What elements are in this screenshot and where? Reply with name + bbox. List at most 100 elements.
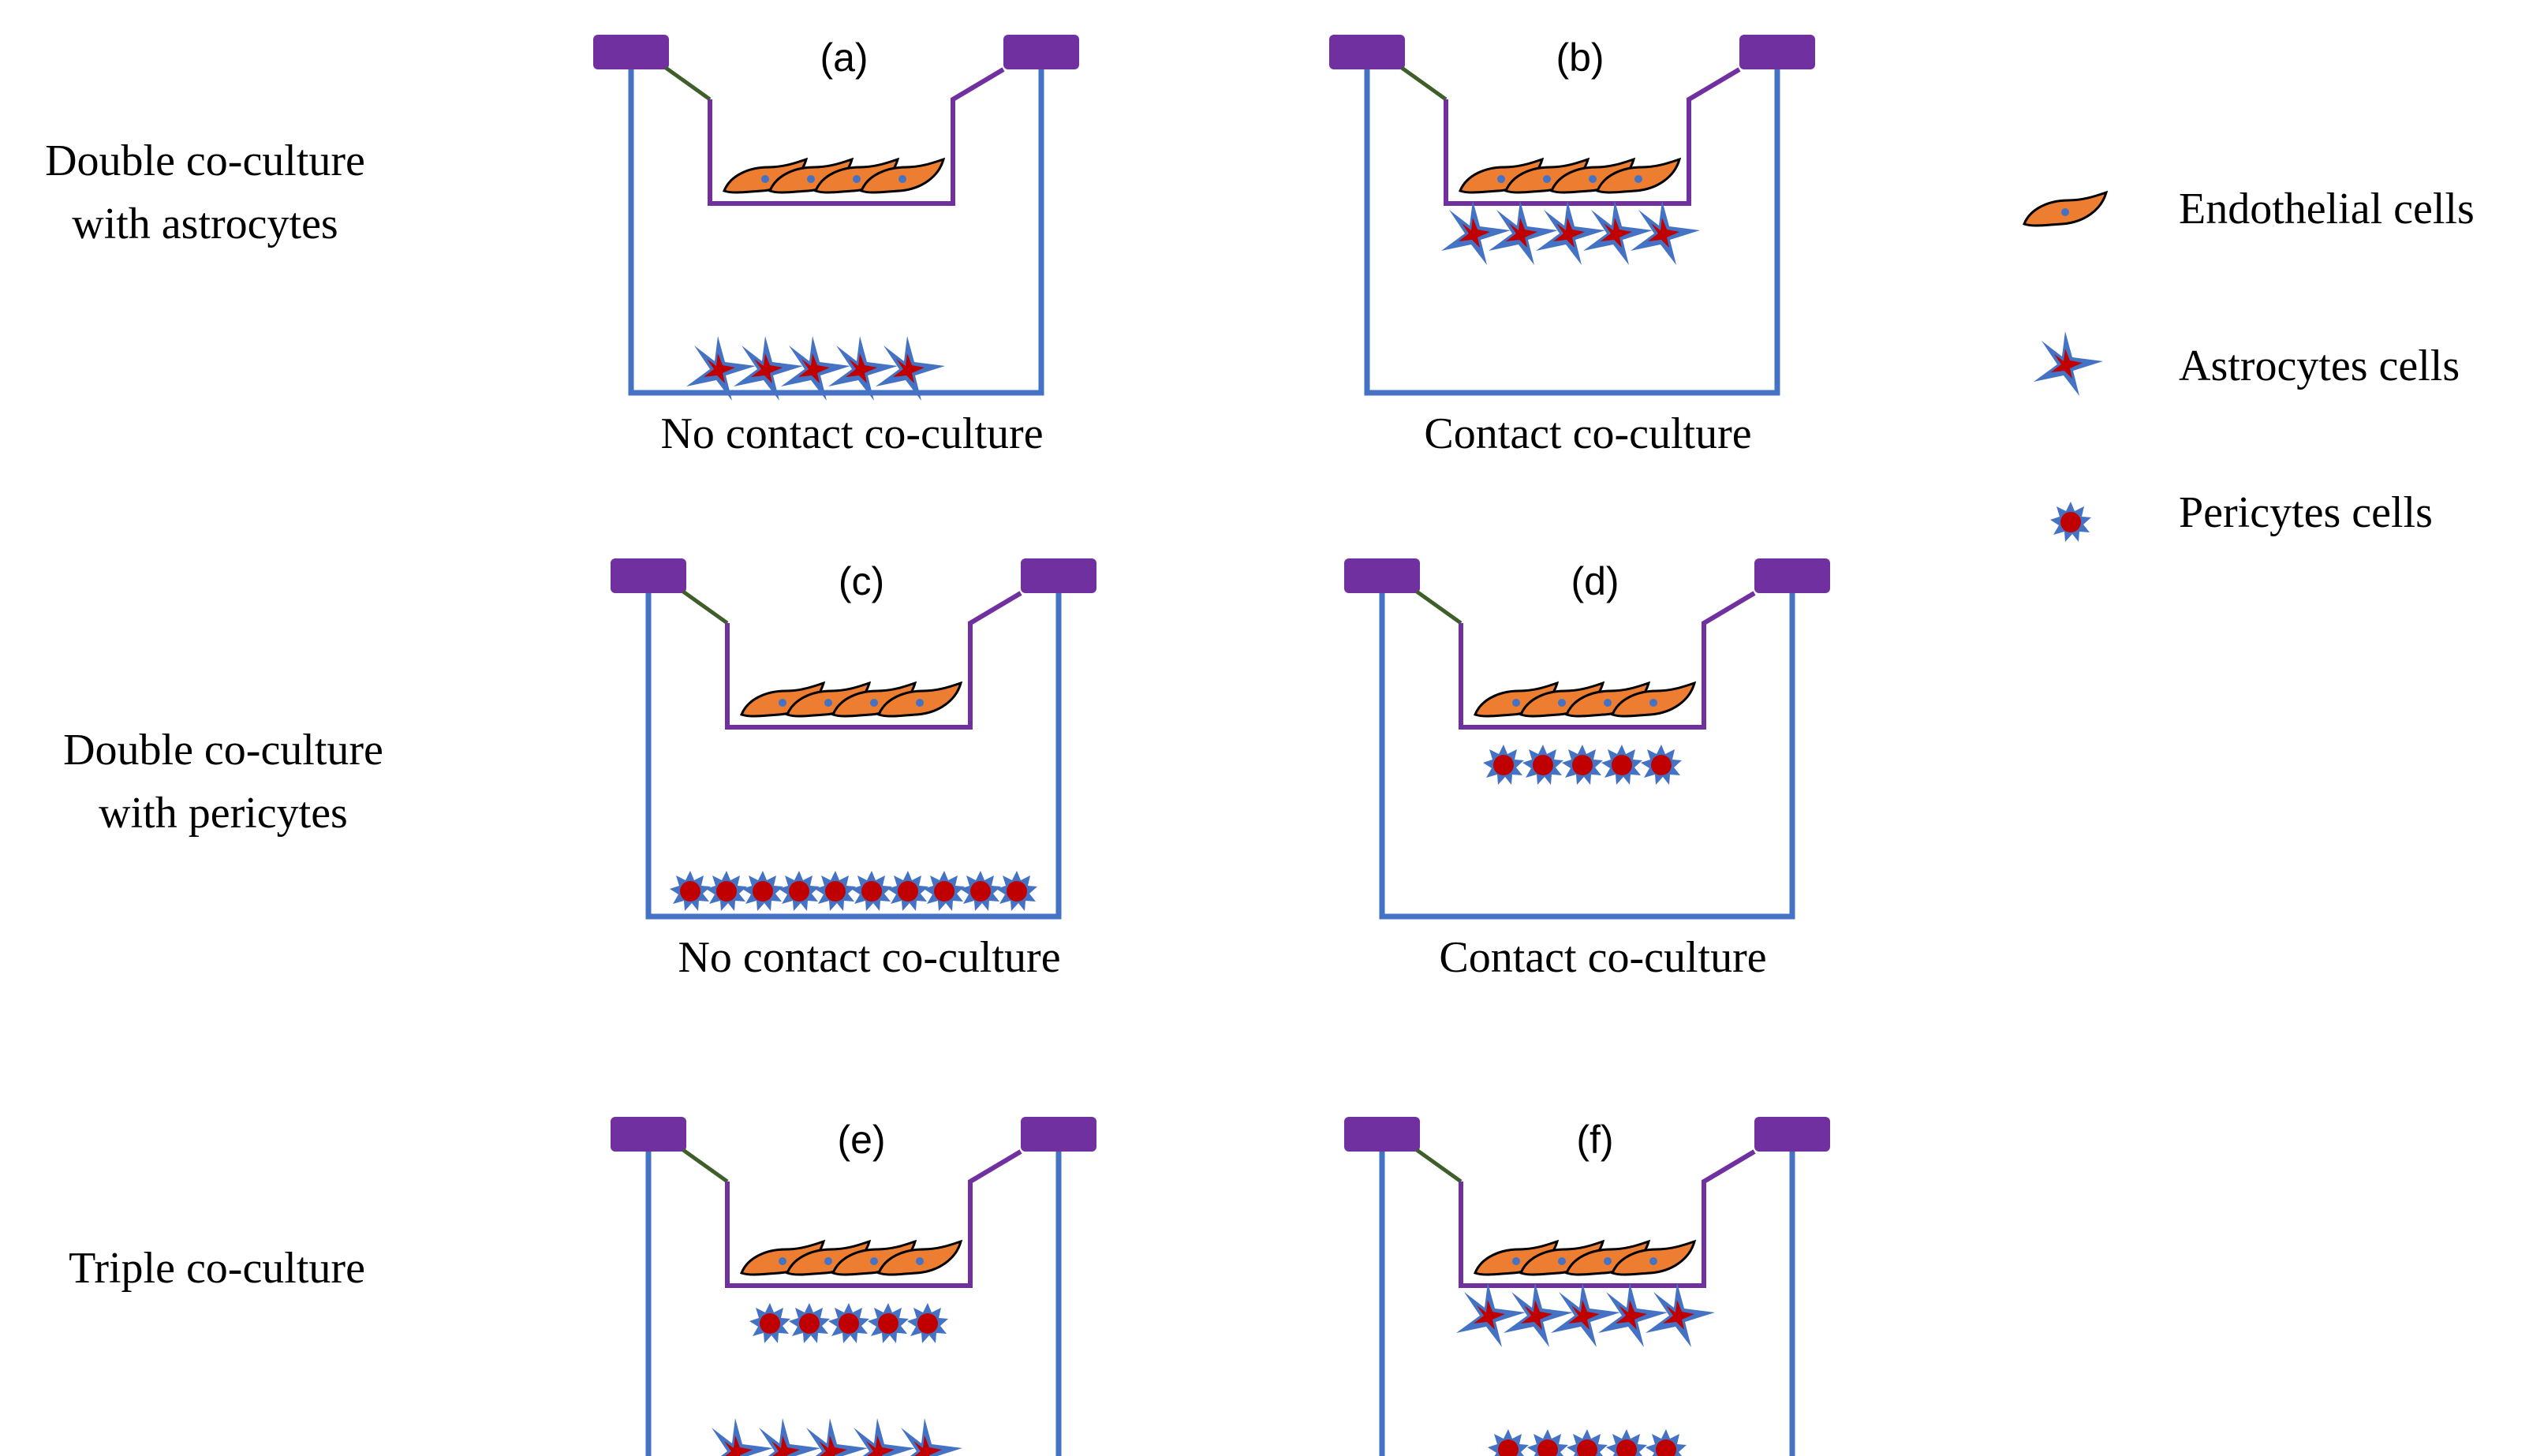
legend-label: Pericytes cells xyxy=(2179,488,2433,537)
astrocyte-cell xyxy=(704,1418,773,1456)
pericyte-cell xyxy=(828,1303,869,1343)
panels: (a) No contact co-culture (b) Contact co-cu… xyxy=(593,35,1830,1456)
panel-label: (b) xyxy=(1556,35,1604,80)
culture-well xyxy=(1379,1152,1795,1456)
insert-tab-right xyxy=(1739,35,1815,69)
culture-well xyxy=(1379,593,1795,920)
panel-caption: Contact co-culture xyxy=(1424,409,1751,458)
pericyte-cell xyxy=(887,871,928,911)
pericyte-cell xyxy=(868,1303,909,1343)
panel-label: (e) xyxy=(837,1118,885,1162)
legend-item-pericytes: Pericytes cells xyxy=(2050,488,2433,542)
pericyte-cell xyxy=(1567,1429,1608,1456)
row-label-triple: Triple co-culture xyxy=(69,1244,365,1293)
endothelial-layer xyxy=(723,158,945,194)
pericyte-cell-icon xyxy=(2050,502,2091,542)
culture-panel: (b) Contact co-culture xyxy=(1329,35,1815,458)
pericyte-cell xyxy=(749,1303,790,1343)
bottom-pericyte-layer xyxy=(1488,1429,1687,1456)
insert-hanger xyxy=(1400,65,1448,102)
legend: Endothelial cells Astrocytes cells Peric… xyxy=(2023,185,2475,542)
culture-panel: (f) xyxy=(1344,1117,1830,1456)
pericyte-cell xyxy=(1641,745,1682,785)
legend-item-endothelial: Endothelial cells xyxy=(2023,185,2475,233)
endothelial-layer xyxy=(1459,158,1681,194)
insert-tab-left xyxy=(1344,1117,1420,1152)
row-label-line: Triple co-culture xyxy=(69,1244,365,1293)
panel-caption: Contact co-culture xyxy=(1439,933,1766,982)
pericyte-cell xyxy=(996,871,1037,911)
panel-label: (c) xyxy=(839,559,884,603)
row-label-line: Double co-culture xyxy=(63,726,383,775)
transwell-insert xyxy=(725,1149,1022,1288)
pericyte-cell xyxy=(779,871,820,911)
pericyte-cell xyxy=(924,871,965,911)
pericyte-cell xyxy=(1646,1429,1687,1456)
panel-label: (d) xyxy=(1571,559,1619,603)
panel-label: (a) xyxy=(820,35,868,80)
endothelial-cell xyxy=(860,158,945,194)
legend-item-astrocytes: Astrocytes cells xyxy=(2034,331,2460,396)
pericyte-cell xyxy=(706,871,747,911)
endothelial-cell xyxy=(1611,681,1696,718)
endothelial-layer xyxy=(740,1240,962,1276)
pericyte-cell xyxy=(670,871,711,911)
endothelial-layer xyxy=(1474,681,1696,718)
insert-tab-right xyxy=(1754,1117,1830,1152)
insert-tab-left xyxy=(1344,558,1420,593)
culture-panel: (c) No contact co-culture xyxy=(611,558,1096,982)
endothelial-cell xyxy=(877,1240,962,1276)
culture-panel: (d) Contact co-culture xyxy=(1344,558,1830,982)
insert-tab-right xyxy=(1021,558,1096,593)
insert-tab-right xyxy=(1021,1117,1096,1152)
astrocyte-cell xyxy=(1456,1282,1526,1347)
culture-well xyxy=(645,1152,1062,1456)
pericyte-cell xyxy=(960,871,1001,911)
transwell-insert xyxy=(1459,1149,1756,1288)
culture-well xyxy=(645,593,1062,920)
insert-hanger xyxy=(664,65,712,102)
panel-caption: No contact co-culture xyxy=(678,933,1060,982)
insert-astrocyte-layer xyxy=(1456,1282,1715,1347)
pericyte-cell xyxy=(789,1303,830,1343)
culture-panel: (a) No contact co-culture xyxy=(593,35,1079,458)
insert-pericyte-layer xyxy=(1483,745,1682,785)
panel-caption: No contact co-culture xyxy=(660,409,1043,458)
culture-panel: (e) xyxy=(611,1117,1096,1456)
row-label-astrocytes: Double co-culture with astrocytes xyxy=(45,136,365,248)
astrocyte-cell xyxy=(1441,200,1511,265)
pericyte-cell xyxy=(1562,745,1603,785)
transwell-insert xyxy=(1444,67,1741,206)
endothelial-layer xyxy=(740,681,962,718)
legend-label: Astrocytes cells xyxy=(2179,342,2460,390)
insert-pericyte-layer xyxy=(749,1303,948,1343)
insert-tab-left xyxy=(611,558,686,593)
transwell-insert xyxy=(708,67,1005,206)
endothelial-cell xyxy=(1596,158,1681,194)
pericyte-cell xyxy=(1522,745,1563,785)
insert-tab-left xyxy=(611,1117,686,1152)
pericyte-cell xyxy=(907,1303,948,1343)
transwell-insert xyxy=(1459,591,1756,730)
pericyte-cell xyxy=(815,871,856,911)
endothelial-cell xyxy=(1611,1240,1696,1276)
insert-tab-right xyxy=(1003,35,1079,69)
insert-tab-left xyxy=(593,35,669,69)
bottom-astrocyte-layer xyxy=(704,1418,962,1456)
pericyte-cell xyxy=(851,871,892,911)
culture-well xyxy=(628,69,1044,396)
row-label-line: with pericytes xyxy=(99,789,348,838)
insert-astrocyte-layer xyxy=(1441,200,1700,265)
row-label-line: Double co-culture xyxy=(45,136,365,185)
insert-tab-right xyxy=(1754,558,1830,593)
insert-tab-left xyxy=(1329,35,1405,69)
pericyte-cell xyxy=(1606,1429,1647,1456)
endothelial-layer xyxy=(1474,1240,1696,1276)
row-label-pericytes: Double co-culture with pericytes xyxy=(63,726,383,838)
legend-label: Endothelial cells xyxy=(2179,185,2475,233)
pericyte-cell xyxy=(1488,1429,1529,1456)
insert-hanger xyxy=(682,1148,729,1184)
culture-well xyxy=(1364,69,1780,396)
transwell-insert xyxy=(725,591,1022,730)
